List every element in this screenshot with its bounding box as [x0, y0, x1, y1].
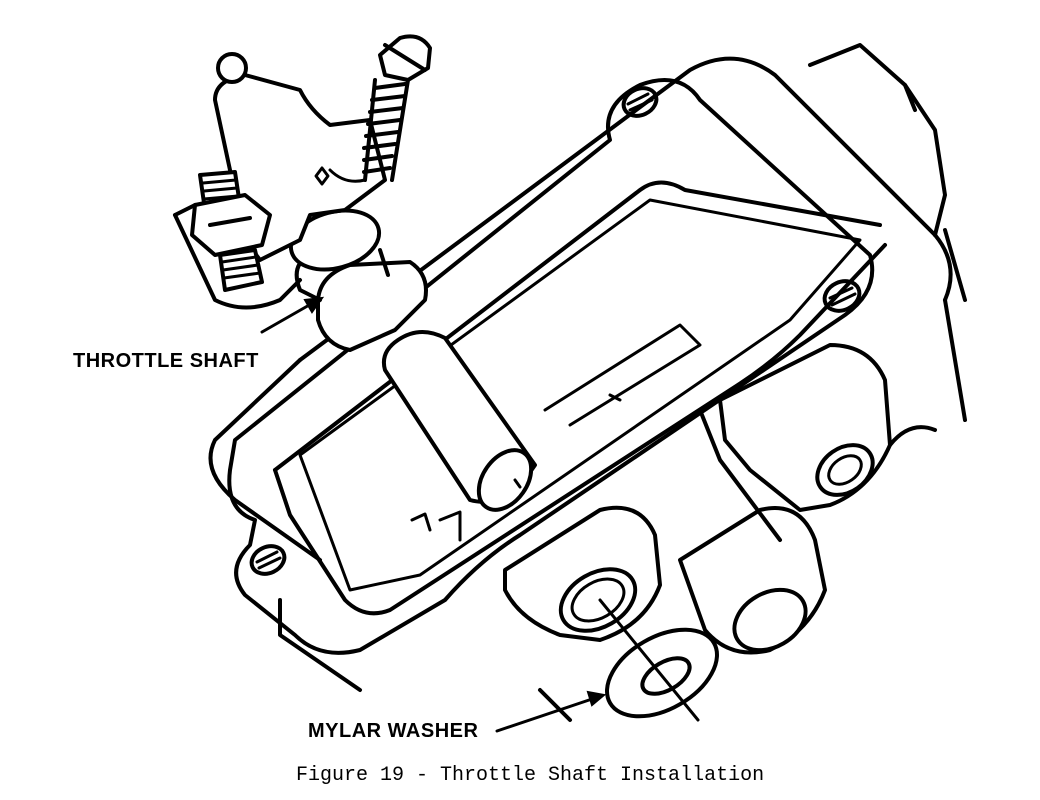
screw-hole-top: [621, 86, 659, 118]
shaft-bushing: [288, 208, 428, 352]
plate-marking: [410, 323, 702, 542]
housing-body: [208, 43, 967, 722]
cover-plate: [227, 78, 887, 655]
figure-caption: Figure 19 - Throttle Shaft Installation: [296, 764, 765, 787]
mylar-washer-label: MYLAR WASHER: [308, 720, 479, 742]
idle-adjust-screw: [362, 34, 432, 182]
screw-hole-left: [249, 544, 287, 576]
stud-and-nut: [173, 170, 302, 310]
throttle-shaft: [381, 330, 537, 512]
upper-boss-right: [698, 343, 937, 542]
mylar-washer-leader: [495, 690, 607, 733]
throttle-shaft-label: THROTTLE SHAFT: [73, 350, 259, 372]
screw-hole-right: [822, 279, 862, 313]
washer-boss: [503, 505, 662, 642]
lower-boss-right: [678, 506, 827, 655]
throttle-shaft-leader: [260, 296, 325, 334]
mylar-washer: [598, 598, 719, 722]
